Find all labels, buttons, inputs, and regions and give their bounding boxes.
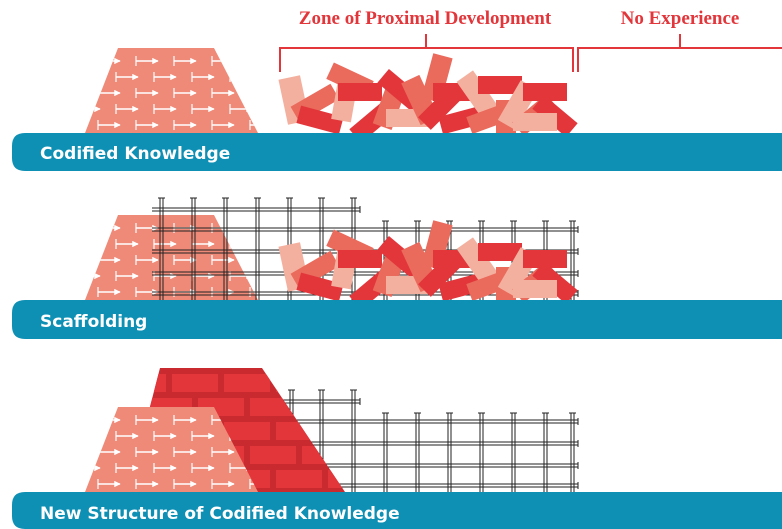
- pile-codified-knowledge: [85, 48, 258, 133]
- loose-brick: [456, 237, 500, 287]
- loose-brick: [456, 70, 500, 120]
- wall-brick: [302, 446, 345, 464]
- loose-brick: [438, 105, 486, 135]
- wall-brick: [276, 470, 322, 488]
- zpd-bracket: [279, 34, 574, 72]
- loose-brick: [296, 105, 344, 135]
- no-experience-label: No Experience: [621, 8, 740, 29]
- header-brackets: Zone of Proximal Development No Experien…: [279, 8, 782, 72]
- wall-brick: [302, 398, 345, 416]
- wall-brick: [276, 422, 322, 440]
- wall-brick: [250, 398, 296, 416]
- scaffolding-grid-new-structure: [262, 389, 579, 492]
- wall-brick: [250, 446, 296, 464]
- wall-brick: [354, 446, 400, 464]
- loose-brick: [338, 83, 382, 101]
- loose-brick: [438, 272, 486, 302]
- band-label-codified-knowledge: Codified Knowledge: [40, 144, 230, 164]
- loose-brick: [296, 272, 344, 302]
- band-codified-knowledge: Codified Knowledge: [12, 133, 782, 171]
- no-experience-bracket: [577, 34, 782, 72]
- scattered-bricks-scaffolding: [278, 220, 578, 311]
- loose-brick: [513, 280, 557, 298]
- wall-brick: [328, 470, 345, 488]
- band-label-new-structure: New Structure of Codified Knowledge: [40, 504, 400, 524]
- loose-brick: [478, 76, 522, 94]
- loose-brick: [523, 250, 567, 268]
- wall-brick: [328, 374, 345, 392]
- band-new-structure: New Structure of Codified Knowledge: [12, 492, 782, 529]
- loose-brick: [478, 243, 522, 261]
- loose-brick: [421, 53, 453, 103]
- wall-brick: [276, 374, 322, 392]
- loose-brick: [523, 83, 567, 101]
- wall-brick: [172, 374, 218, 392]
- band-scaffolding: Scaffolding: [12, 300, 782, 339]
- wall-brick: [224, 422, 270, 440]
- loose-brick: [338, 250, 382, 268]
- wall-brick: [328, 422, 345, 440]
- wall-brick: [224, 374, 270, 392]
- loose-brick: [513, 113, 557, 131]
- band-label-scaffolding: Scaffolding: [40, 312, 147, 332]
- scattered-bricks-zpd: [278, 53, 578, 144]
- wall-brick: [128, 374, 166, 392]
- zpd-label: Zone of Proximal Development: [299, 8, 552, 29]
- wall-brick: [354, 398, 400, 416]
- loose-brick: [421, 220, 453, 270]
